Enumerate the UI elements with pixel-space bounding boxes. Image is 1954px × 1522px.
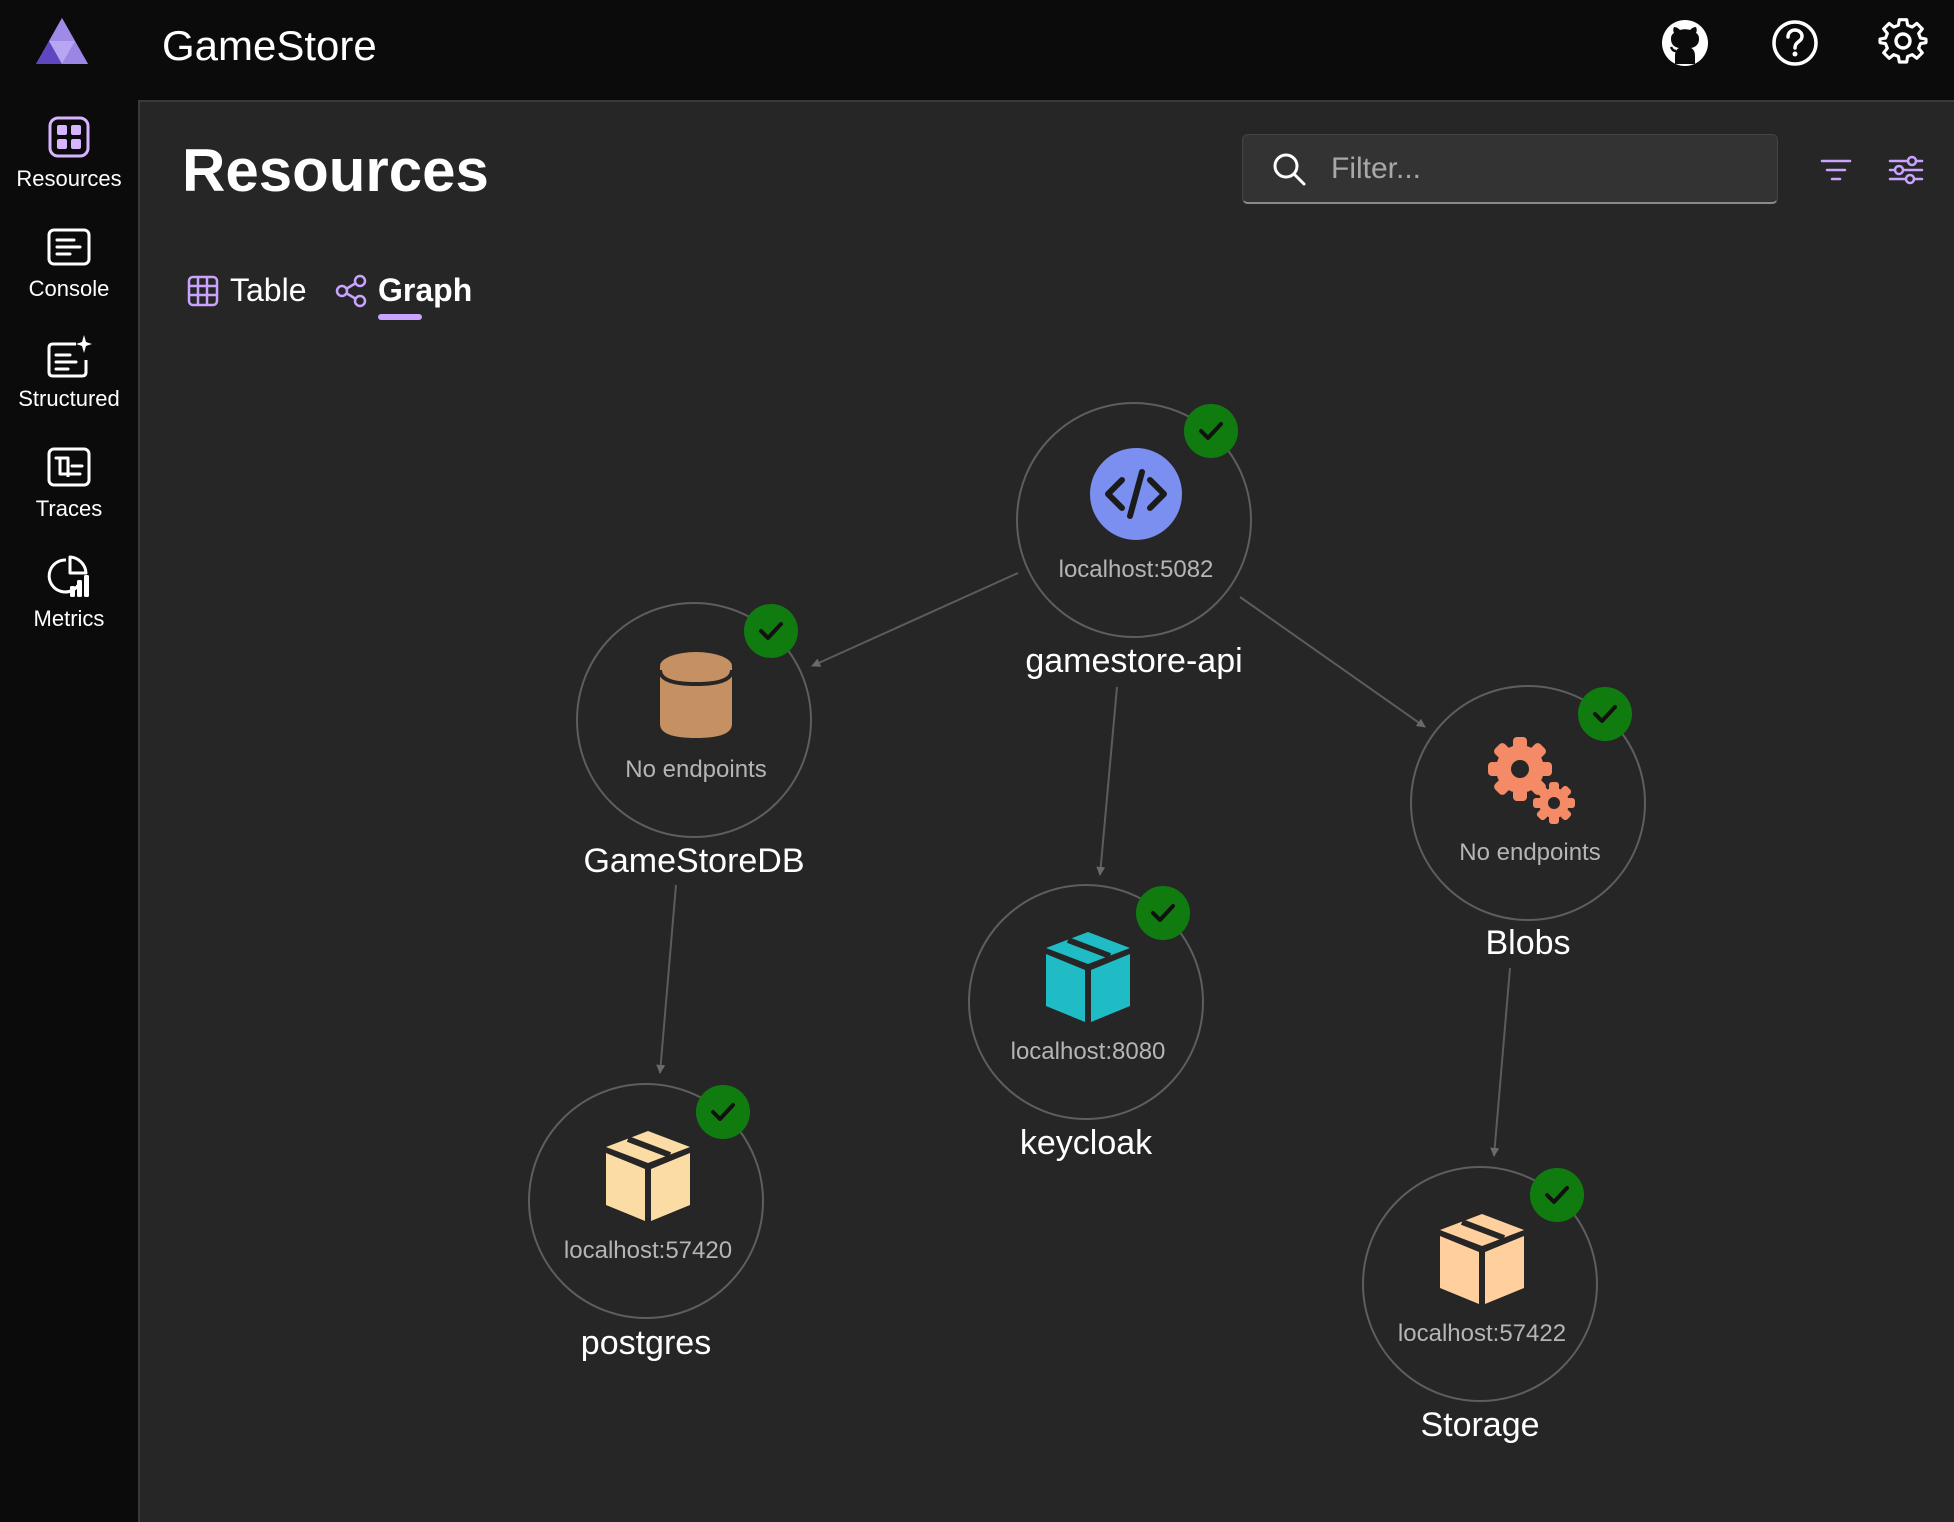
sidebar-item-label: Console [28, 276, 110, 301]
sidebar-item-resources[interactable]: Resources [0, 100, 138, 200]
tab-label: Table [230, 272, 307, 308]
search-icon [1273, 153, 1306, 186]
app-title: GameStore [162, 22, 377, 69]
structured-icon [46, 334, 92, 380]
sidebar-item-metrics[interactable]: Metrics [0, 540, 138, 640]
running-status-check-icon [1184, 404, 1238, 458]
running-status-check-icon [744, 604, 798, 658]
sidebar-item-traces[interactable]: Traces [0, 430, 138, 530]
graph-node-gamestore-api[interactable]: localhost:5082 [1016, 402, 1252, 638]
node-endpoint: localhost:57420 [563, 1237, 733, 1264]
code-icon [1086, 444, 1186, 544]
help-icon[interactable] [1770, 18, 1820, 68]
selected-tab-indicator [378, 314, 422, 320]
sliders-icon [1888, 155, 1924, 185]
graph-node-blobs[interactable]: No endpoints [1410, 685, 1646, 921]
running-status-check-icon [1530, 1168, 1584, 1222]
node-endpoint: No endpoints [625, 756, 767, 783]
table-icon [187, 275, 219, 307]
box-icon [598, 1125, 698, 1225]
database-icon [646, 644, 746, 744]
gears-icon [1480, 727, 1580, 827]
page-title: Resources [182, 137, 489, 204]
metrics-icon [46, 554, 92, 600]
console-icon [46, 224, 92, 270]
running-status-check-icon [1136, 886, 1190, 940]
running-status-check-icon [696, 1085, 750, 1139]
node-endpoint: No endpoints [1459, 839, 1601, 866]
sidebar-item-structured[interactable]: Structured [0, 320, 138, 420]
graph-icon [335, 274, 367, 308]
sidebar-item-label: Metrics [33, 606, 105, 631]
options-button[interactable] [1886, 150, 1926, 190]
top-bar: GameStore [0, 0, 1954, 100]
traces-icon [46, 444, 92, 490]
graph-node-postgres[interactable]: localhost:57420 [528, 1083, 764, 1319]
graph-node-storage[interactable]: localhost:57422 [1362, 1166, 1598, 1402]
tab-label: Graph [378, 272, 473, 308]
node-endpoint: localhost:8080 [1010, 1038, 1166, 1065]
running-status-check-icon [1578, 687, 1632, 741]
filter-lines-icon [1820, 159, 1852, 181]
sidebar-item-label: Resources [16, 166, 122, 191]
sidebar-item-label: Structured [18, 386, 120, 411]
tab-graph[interactable]: Graph [334, 268, 474, 318]
box-icon [1038, 926, 1138, 1026]
sidebar-item-console[interactable]: Console [0, 210, 138, 310]
node-endpoint: localhost:57422 [1397, 1320, 1567, 1347]
filter-input[interactable] [1331, 147, 1751, 191]
node-endpoint: localhost:5082 [1058, 556, 1214, 583]
settings-icon[interactable] [1878, 18, 1928, 68]
main-panel: Resources Table [138, 100, 1954, 1522]
aspire-logo-icon[interactable] [34, 16, 90, 68]
sidebar-item-label: Traces [35, 496, 103, 521]
box-icon [1432, 1208, 1532, 1308]
tab-table[interactable]: Table [186, 268, 307, 318]
graph-node-keycloak[interactable]: localhost:8080 [968, 884, 1204, 1120]
github-icon[interactable] [1660, 18, 1710, 68]
sidebar: Resources Console Structured [0, 100, 138, 1522]
resources-icon [46, 114, 92, 160]
graph-node-gamestoredb[interactable]: No endpoints [576, 602, 812, 838]
filter-box [1242, 134, 1778, 204]
sort-filter-button[interactable] [1816, 150, 1856, 190]
